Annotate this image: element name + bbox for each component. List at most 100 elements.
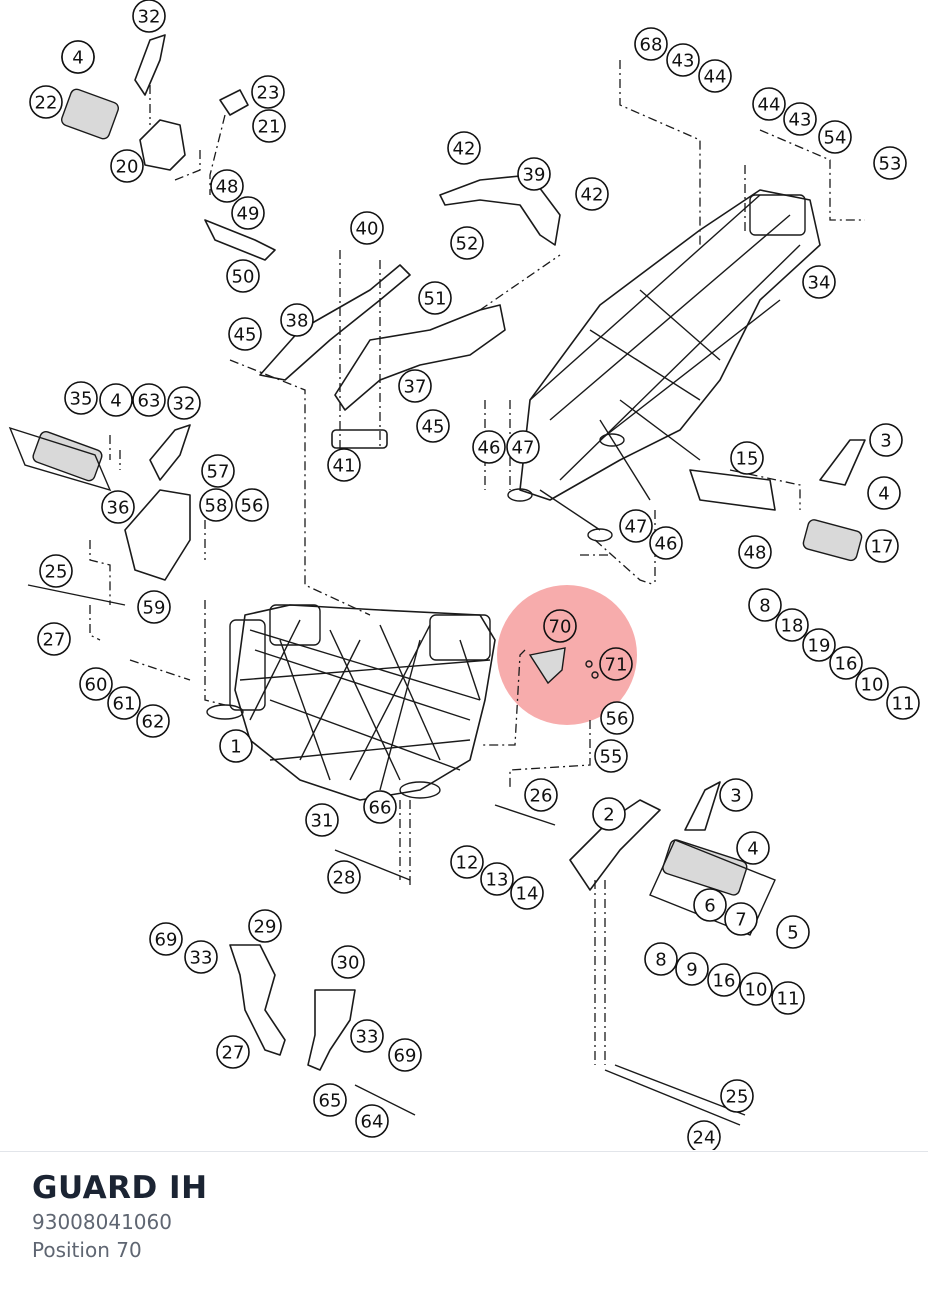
callout-21[interactable]: 21 xyxy=(252,109,286,143)
callout-16[interactable]: 16 xyxy=(707,963,741,997)
callout-69[interactable]: 69 xyxy=(388,1038,422,1072)
callout-24[interactable]: 24 xyxy=(687,1120,721,1150)
callout-44[interactable]: 44 xyxy=(698,59,732,93)
callout-label: 58 xyxy=(205,496,228,517)
callout-1[interactable]: 1 xyxy=(219,729,253,763)
callout-31[interactable]: 31 xyxy=(305,803,339,837)
callout-23[interactable]: 23 xyxy=(251,75,285,109)
callout-69[interactable]: 69 xyxy=(149,922,183,956)
callout-71[interactable]: 71 xyxy=(599,647,633,681)
callout-64[interactable]: 64 xyxy=(355,1104,389,1138)
callout-63[interactable]: 63 xyxy=(132,383,166,417)
callout-48[interactable]: 48 xyxy=(210,169,244,203)
callout-66[interactable]: 66 xyxy=(363,790,397,824)
callout-37[interactable]: 37 xyxy=(398,369,432,403)
callout-68[interactable]: 68 xyxy=(634,27,668,61)
callout-8[interactable]: 8 xyxy=(644,942,678,976)
callout-57[interactable]: 57 xyxy=(201,454,235,488)
callout-29[interactable]: 29 xyxy=(248,909,282,943)
callout-label: 26 xyxy=(530,786,553,807)
callout-45[interactable]: 45 xyxy=(228,317,262,351)
callout-47[interactable]: 47 xyxy=(619,509,653,543)
callout-50[interactable]: 50 xyxy=(226,259,260,293)
callout-label: 45 xyxy=(422,417,445,438)
callout-48[interactable]: 48 xyxy=(738,535,772,569)
callout-35[interactable]: 35 xyxy=(64,381,98,415)
callout-33[interactable]: 33 xyxy=(184,940,218,974)
callout-6[interactable]: 6 xyxy=(693,888,727,922)
callout-3[interactable]: 3 xyxy=(719,778,753,812)
callout-16[interactable]: 16 xyxy=(829,646,863,680)
callout-20[interactable]: 20 xyxy=(110,149,144,183)
callout-47[interactable]: 47 xyxy=(506,430,540,464)
callout-32[interactable]: 32 xyxy=(132,0,166,33)
callout-label: 16 xyxy=(835,654,858,675)
callout-3[interactable]: 3 xyxy=(869,423,903,457)
rear-subframe xyxy=(507,189,821,542)
callout-30[interactable]: 30 xyxy=(331,945,365,979)
callout-22[interactable]: 22 xyxy=(29,85,63,119)
callout-32[interactable]: 32 xyxy=(167,386,201,420)
callout-28[interactable]: 28 xyxy=(327,860,361,894)
callout-13[interactable]: 13 xyxy=(480,862,514,896)
callout-4[interactable]: 4 xyxy=(61,40,95,74)
callout-34[interactable]: 34 xyxy=(802,265,836,299)
callout-25[interactable]: 25 xyxy=(39,554,73,588)
callout-38[interactable]: 38 xyxy=(280,303,314,337)
callout-43[interactable]: 43 xyxy=(666,43,700,77)
callout-7[interactable]: 7 xyxy=(724,902,758,936)
callout-43[interactable]: 43 xyxy=(783,102,817,136)
callout-27[interactable]: 27 xyxy=(216,1035,250,1069)
callout-40[interactable]: 40 xyxy=(350,211,384,245)
callout-label: 21 xyxy=(258,117,281,138)
guard-ih-part[interactable] xyxy=(528,647,599,685)
callout-5[interactable]: 5 xyxy=(776,915,810,949)
callout-25[interactable]: 25 xyxy=(720,1079,754,1113)
callout-44[interactable]: 44 xyxy=(752,87,786,121)
callout-17[interactable]: 17 xyxy=(865,529,899,563)
callout-45[interactable]: 45 xyxy=(416,409,450,443)
callout-59[interactable]: 59 xyxy=(137,590,171,624)
callout-11[interactable]: 11 xyxy=(886,686,920,720)
callout-4[interactable]: 4 xyxy=(736,831,770,865)
callout-label: 42 xyxy=(453,139,476,160)
callout-70[interactable]: 70 xyxy=(543,609,577,643)
callout-10[interactable]: 10 xyxy=(739,972,773,1006)
callout-49[interactable]: 49 xyxy=(231,196,265,230)
callout-11[interactable]: 11 xyxy=(771,981,805,1015)
callout-46[interactable]: 46 xyxy=(649,526,683,560)
callout-15[interactable]: 15 xyxy=(730,441,764,475)
callout-18[interactable]: 18 xyxy=(775,608,809,642)
callout-4[interactable]: 4 xyxy=(867,476,901,510)
callout-8[interactable]: 8 xyxy=(748,588,782,622)
callout-41[interactable]: 41 xyxy=(327,448,361,482)
callout-53[interactable]: 53 xyxy=(873,146,907,180)
callout-51[interactable]: 51 xyxy=(418,281,452,315)
callout-36[interactable]: 36 xyxy=(101,490,135,524)
callout-56[interactable]: 56 xyxy=(600,701,634,735)
callout-26[interactable]: 26 xyxy=(524,778,558,812)
callout-55[interactable]: 55 xyxy=(594,739,628,773)
callout-27[interactable]: 27 xyxy=(37,622,71,656)
callout-62[interactable]: 62 xyxy=(136,704,170,738)
callout-58[interactable]: 58 xyxy=(199,488,233,522)
callout-42[interactable]: 42 xyxy=(575,177,609,211)
callout-65[interactable]: 65 xyxy=(313,1083,347,1117)
callout-42[interactable]: 42 xyxy=(447,131,481,165)
callout-label: 48 xyxy=(744,543,767,564)
callout-60[interactable]: 60 xyxy=(79,667,113,701)
callout-4[interactable]: 4 xyxy=(99,383,133,417)
callout-14[interactable]: 14 xyxy=(510,876,544,910)
callout-52[interactable]: 52 xyxy=(450,226,484,260)
callout-9[interactable]: 9 xyxy=(675,952,709,986)
callout-33[interactable]: 33 xyxy=(350,1019,384,1053)
callout-10[interactable]: 10 xyxy=(855,667,889,701)
callout-2[interactable]: 2 xyxy=(592,797,626,831)
callout-61[interactable]: 61 xyxy=(107,686,141,720)
callout-54[interactable]: 54 xyxy=(818,120,852,154)
callout-56[interactable]: 56 xyxy=(235,488,269,522)
callout-46[interactable]: 46 xyxy=(472,430,506,464)
callout-12[interactable]: 12 xyxy=(450,845,484,879)
callout-39[interactable]: 39 xyxy=(517,157,551,191)
callout-19[interactable]: 19 xyxy=(802,628,836,662)
